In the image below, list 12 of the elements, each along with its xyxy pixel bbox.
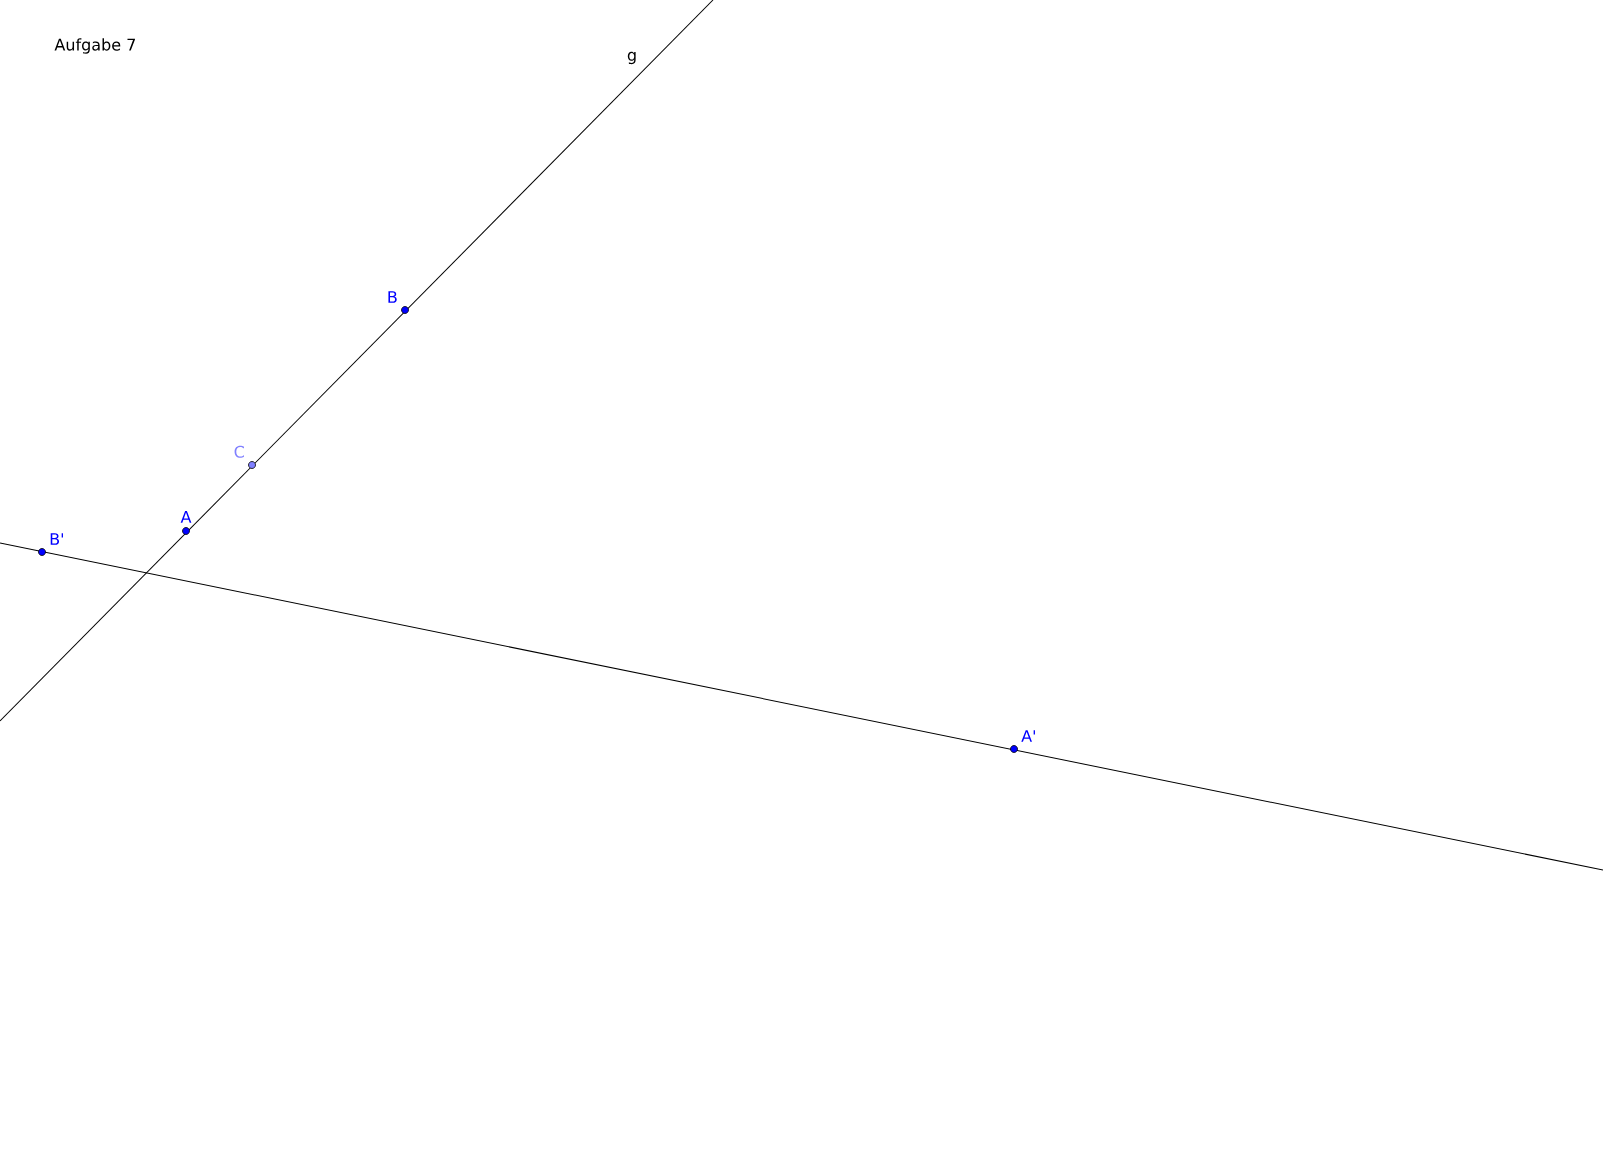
point: B' [38, 533, 63, 556]
node-label: B' [50, 533, 63, 545]
node-label: B [388, 291, 397, 303]
point: C [234, 445, 256, 469]
title-text: Aufgabe 7 [54, 38, 135, 54]
node-label: A' [1021, 730, 1035, 742]
line-label: g [627, 51, 636, 65]
node-label: C [234, 445, 244, 458]
node-label: A [180, 511, 192, 523]
point: B [388, 291, 409, 314]
point: A' [1010, 730, 1035, 753]
point: A [180, 511, 192, 535]
